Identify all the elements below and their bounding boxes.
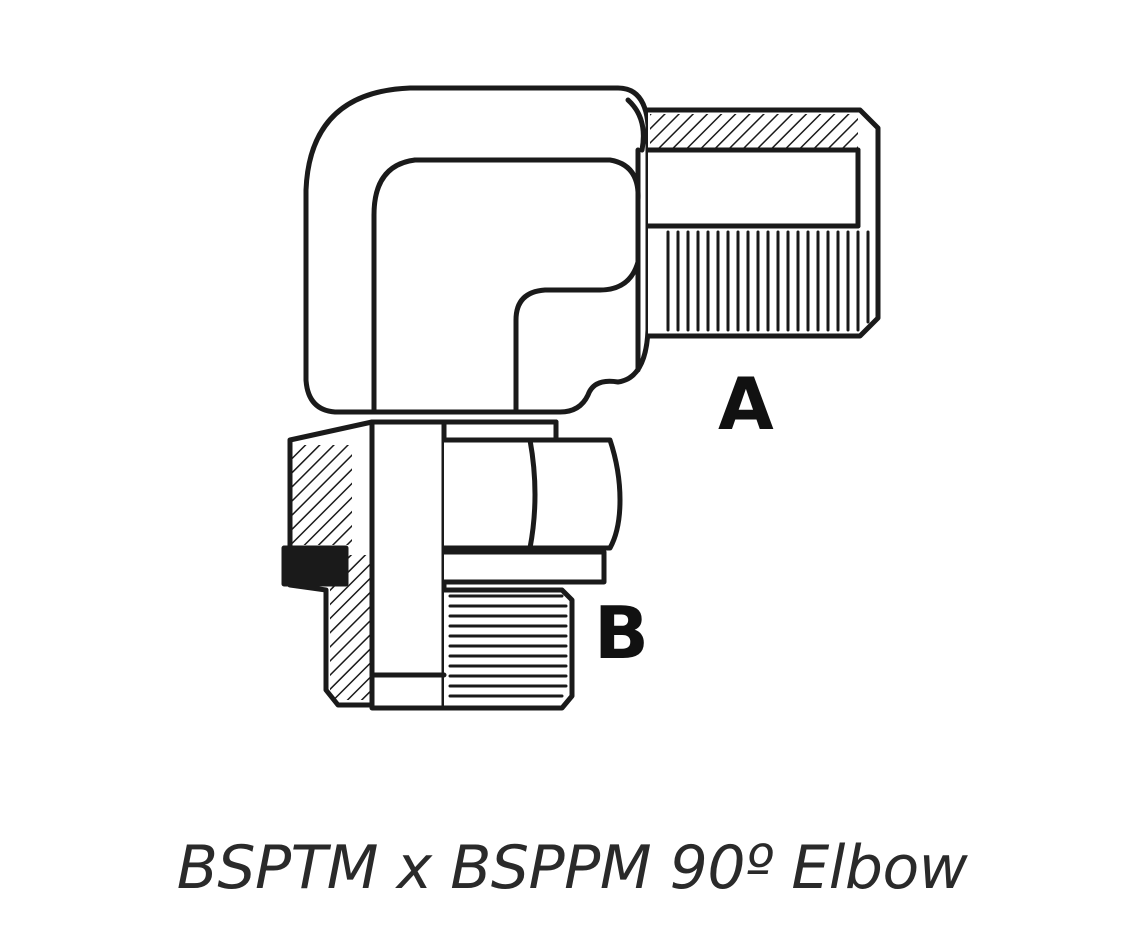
elbow-fitting-diagram (281, 85, 881, 711)
elbow-inner-bore (412, 157, 641, 415)
port-b-assembly (281, 419, 623, 711)
port-a-thread (645, 107, 881, 339)
elbow-inner-bore-left (371, 157, 418, 415)
o-ring-seal (281, 545, 349, 587)
port-b-label: B (594, 591, 649, 675)
port-a-label: A (718, 362, 774, 446)
diagram-caption: BSPTM x BSPPM 90º Elbow (176, 833, 968, 903)
elbow-body-outline (303, 85, 651, 415)
